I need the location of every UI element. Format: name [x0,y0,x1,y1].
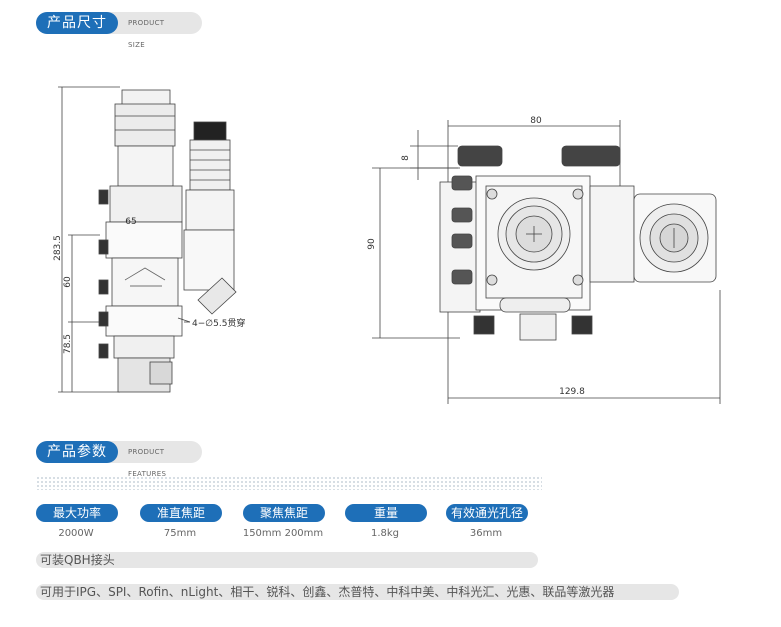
param-value-weight: 1.8kg [370,528,400,539]
param-label-collimation: 准直焦距 [140,504,222,522]
note-qbh: 可装QBH接头 [36,552,538,568]
section-title: 产品参数 [36,441,118,463]
dim-label-mid-height: 60 [63,276,73,288]
section-title: 产品尺寸 [36,12,118,34]
param-values-row: 2000W 75mm 150mm 200mm 1.8kg 36mm [0,528,781,542]
param-label-weight: 重量 [345,504,427,522]
param-value-aperture: 36mm [469,528,503,539]
note-lasers: 可用于IPG、SPI、Rofin、nLight、相干、锐科、创鑫、杰普特、中科中… [36,584,679,600]
section-subtitle: PRODUCT SIZE [128,19,165,49]
param-label-focus: 聚焦焦距 [243,504,325,522]
dim-label-handle-height: 8 [401,155,411,161]
param-value-max-power: 2000W [58,528,94,539]
param-label-aperture: 有效通光孔径 [446,504,528,522]
dim-label-top-width: 80 [530,116,542,126]
technical-drawing: 283.5 65 60 78.5 4−∅5.5贯穿 80 8 90 129.8 [53,86,721,404]
param-label-max-power: 最大功率 [36,504,118,522]
dotted-divider [36,476,542,490]
param-value-focus: 150mm 200mm [242,528,324,539]
section-subtitle: PRODUCT FEATURES [128,448,167,478]
dim-label-lower-height: 78.5 [63,334,73,354]
dim-label-height: 90 [367,238,377,250]
dim-label-total-height: 283.5 [53,235,63,261]
param-labels-row: 最大功率 准直焦距 聚焦焦距 重量 有效通光孔径 [0,504,781,522]
dim-label-bottom-width: 129.8 [559,387,585,397]
dim-label-width: 65 [125,217,136,227]
hole-callout: 4−∅5.5贯穿 [192,317,245,329]
param-value-collimation: 75mm [163,528,197,539]
